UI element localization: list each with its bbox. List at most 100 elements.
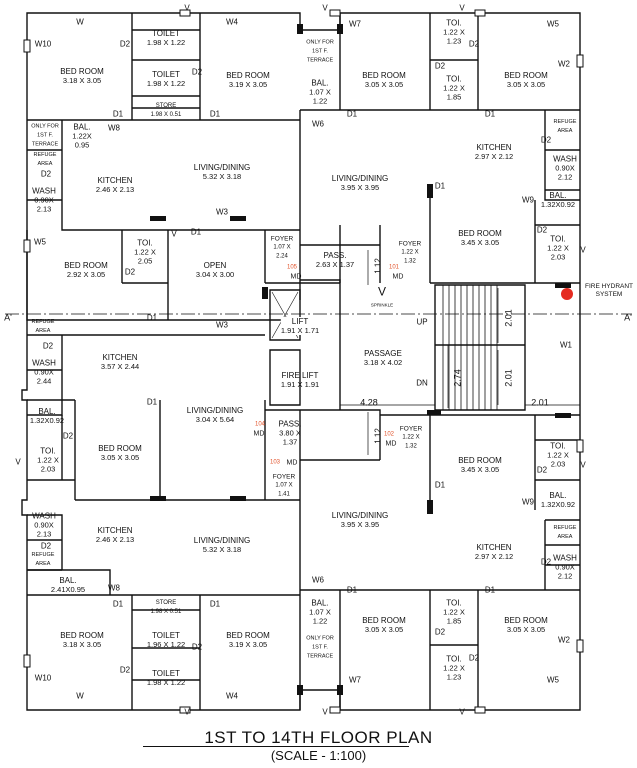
door-tag: D1 — [209, 109, 221, 119]
dimension-label: 4.28 — [360, 397, 378, 408]
window-tag: W4 — [226, 691, 238, 701]
wall-nw-toilets — [131, 13, 201, 120]
vent-tag: V — [322, 707, 328, 717]
window-tag: W2 — [558, 59, 570, 69]
dimension-label: 2.01 — [503, 309, 514, 327]
wall-sw-toilets — [131, 595, 201, 710]
door-tag: D2 — [124, 267, 136, 277]
room-bal-n: BAL.1.07 X 1.22 — [309, 78, 331, 106]
room-bal-w: BAL.1.32X0.92 — [29, 407, 65, 425]
room-bal-ne: BAL.1.32X0.92 — [540, 191, 576, 209]
window-mark — [179, 706, 191, 714]
window-tag: W3 — [216, 320, 228, 330]
room-bal-s: BAL.1.07 X 1.22 — [309, 598, 331, 626]
room-refuge-nw: REFUGE AREA — [33, 152, 57, 167]
wall-core-east — [300, 279, 341, 410]
door-tag: D1 — [209, 599, 221, 609]
main-door-tag: MD — [290, 273, 302, 281]
vent-tag: V — [15, 457, 21, 467]
plan-scale: (SCALE - 1:100) — [270, 748, 367, 763]
door-tag: D2 — [434, 627, 446, 637]
wall-nw-kitchen — [27, 120, 300, 231]
dimension-label: 2.01 — [503, 369, 514, 387]
stair-down-label: DN — [416, 378, 428, 388]
wall-w-bed — [26, 230, 300, 321]
window-mark — [474, 706, 486, 714]
door-tag: D2 — [119, 665, 131, 675]
window-tag: W4 — [226, 17, 238, 27]
window-tag: W8 — [108, 583, 120, 593]
window-tag: W2 — [558, 635, 570, 645]
room-refuge-sw: REFUGE AREA — [31, 552, 55, 567]
window-tag: W5 — [547, 675, 559, 685]
flat-number: 103 — [269, 459, 281, 466]
dimension-label: 1.12 — [373, 258, 383, 274]
wall-se-toilets — [429, 590, 479, 710]
vent-tag: V — [184, 707, 190, 717]
room-toi-se-2: TOI.1.22 X 1.23 — [443, 654, 465, 682]
window-tag: W1 — [560, 340, 572, 350]
walls — [21, 12, 581, 711]
vent-tag: V — [322, 3, 328, 13]
fire-hydrant-icon — [561, 288, 573, 300]
door-tag: D2 — [468, 653, 480, 663]
wall-w-toi — [27, 400, 161, 500]
vent-tag: V — [184, 3, 190, 13]
room-bal-e: BAL.1.32X0.92 — [540, 491, 576, 509]
window-mark — [179, 9, 191, 17]
room-terrace-n: ONLY FOR 1ST F. TERRACE — [306, 39, 334, 64]
door-tag: D2 — [40, 169, 52, 179]
window-mark — [576, 439, 584, 453]
window-tag: W6 — [312, 575, 324, 585]
section-mark-left: A' — [4, 312, 12, 323]
window-tag: W10 — [34, 39, 52, 49]
room-toi-e-2: TOI.1.22 X 2.03 — [547, 441, 569, 469]
wall-pass-s — [265, 409, 381, 461]
sprinkler-symbol: V — [377, 284, 387, 299]
door-tag: D2 — [191, 642, 203, 652]
section-mark-right: A' — [624, 312, 632, 323]
main-door-tag: MD — [286, 459, 298, 467]
stair-up-label: UP — [416, 317, 428, 327]
plan-title: 1ST TO 14TH FLOOR PLAN — [204, 728, 433, 747]
window-tag: W10 — [34, 673, 52, 683]
wall-se-wash — [544, 519, 580, 590]
wall-ne-wash — [544, 110, 580, 201]
flat-number: 101 — [388, 264, 400, 271]
door-tag: D2 — [536, 225, 548, 235]
wall-w-kitchen — [27, 334, 265, 416]
room-refuge-w: REFUGE AREA — [31, 319, 55, 334]
wall-ne-bed — [429, 185, 580, 284]
vent-tag: V — [171, 229, 177, 239]
room-pass-s: PASS.3.80 X 1.37 — [278, 419, 302, 447]
window-symbols — [23, 9, 584, 714]
room-toi-se-1: TOI.1.22 X 1.85 — [443, 598, 465, 626]
window-tag: W8 — [108, 123, 120, 133]
window-tag: W6 — [312, 119, 324, 129]
window-mark — [576, 639, 584, 653]
vent-tag: V — [580, 460, 586, 470]
door-tag: D1 — [434, 480, 446, 490]
sprinkler-label: SPRINKLE — [370, 302, 394, 308]
